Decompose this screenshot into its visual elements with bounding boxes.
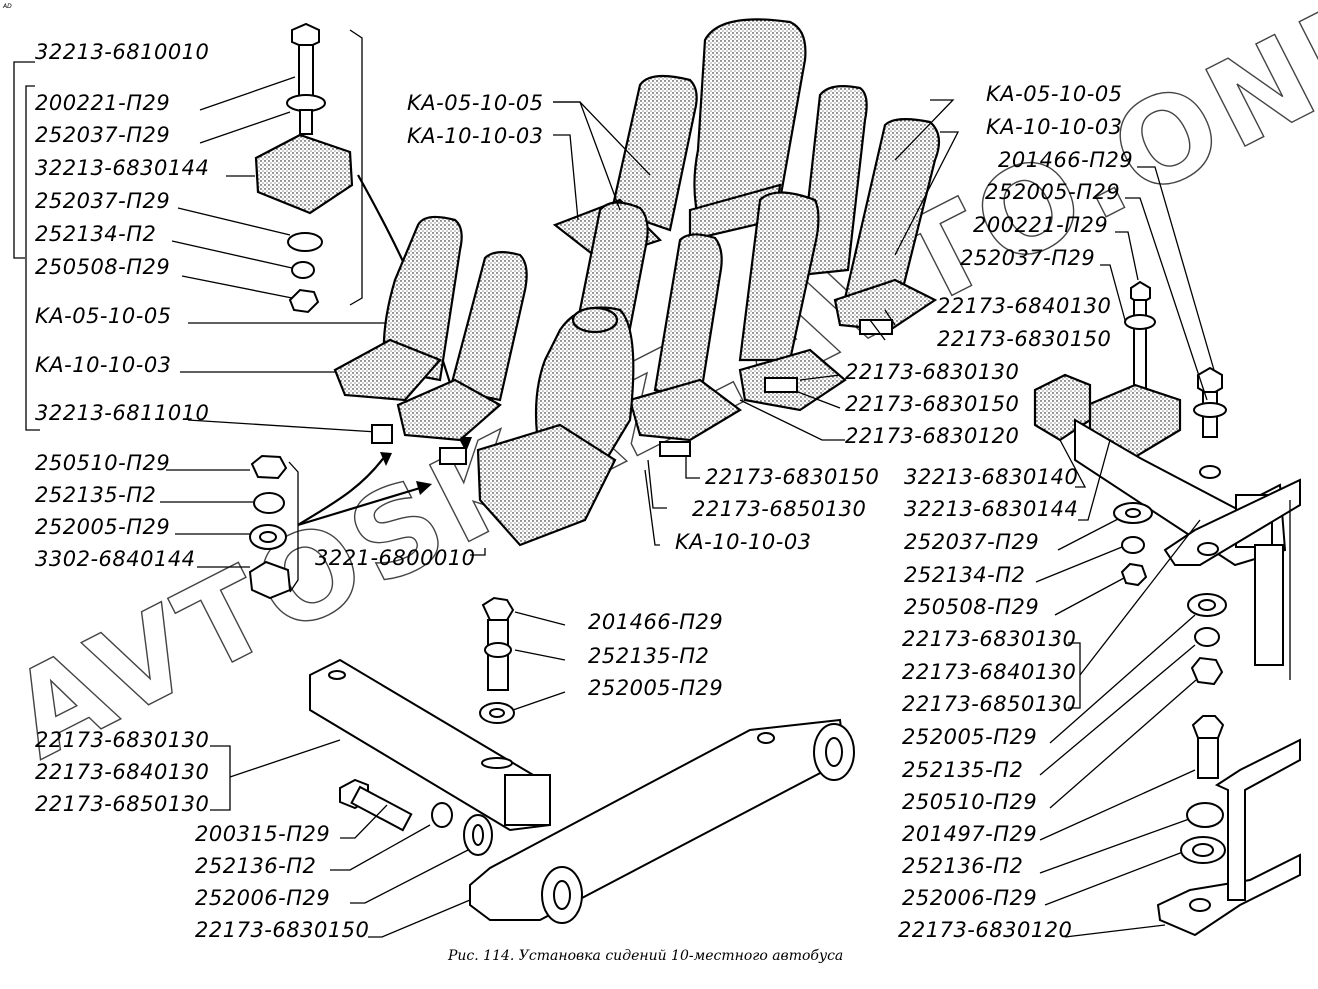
label-part: 22173-6830130 — [845, 360, 1020, 384]
label-part: 201466-П29 — [588, 610, 724, 634]
left-mid-leaders — [180, 322, 388, 433]
label-part: 252135-П2 — [902, 758, 1024, 782]
label-part: 22173-6830150 — [845, 392, 1020, 416]
label-seat: KA-05-10-05 — [407, 91, 544, 115]
bottom-beams — [309, 658, 855, 924]
left-bolt-stack — [254, 22, 354, 314]
label-seat: KA-05-10-05 — [35, 304, 172, 328]
label-part: 252005-П29 — [35, 515, 171, 539]
label-seat: KA-10-10-03 — [35, 353, 172, 377]
corner-mark: AD — [3, 3, 12, 10]
label-part: 252005-П29 — [985, 180, 1121, 204]
label-part: 22173-6830120 — [898, 918, 1073, 942]
label-part: 252006-П29 — [195, 886, 331, 910]
label-part: 201497-П29 — [902, 822, 1038, 846]
label-part: 200315-П29 — [195, 822, 331, 846]
label-assembly-3221-6800010: 3221-6800010 — [315, 546, 476, 570]
label-part: 252006-П29 — [902, 886, 1038, 910]
seats-cluster — [333, 18, 941, 547]
label-part: 22173-6840130 — [937, 294, 1112, 318]
label-part: 200221-П29 — [35, 91, 171, 115]
label-seat: KA-10-10-03 — [675, 530, 812, 554]
right-top-leaders — [1100, 166, 1215, 401]
label-part: 22173-6840130 — [35, 760, 210, 784]
left-top-leaders — [13, 29, 363, 431]
label-part: 22173-6840130 — [902, 660, 1077, 684]
label-part: 250510-П29 — [902, 790, 1038, 814]
label-part: 3302-6840144 — [35, 547, 196, 571]
label-part: 32213-6830144 — [904, 497, 1079, 521]
label-seat: KA-10-10-03 — [407, 124, 544, 148]
label-assembly-32213-6810010: 32213-6810010 — [35, 40, 210, 64]
label-part: 22173-6850130 — [692, 497, 867, 521]
label-part: 22173-6830150 — [705, 465, 880, 489]
label-part: 252037-П29 — [904, 530, 1040, 554]
label-part: 250510-П29 — [35, 451, 171, 475]
label-part: 252136-П2 — [902, 854, 1024, 878]
label-part: 252134-П2 — [904, 563, 1026, 587]
label-part: 200221-П29 — [973, 213, 1109, 237]
label-part: 32213-6830140 — [904, 465, 1079, 489]
bottom-left-leaders — [210, 739, 471, 938]
label-part: 201466-П29 — [998, 148, 1134, 172]
label-part: 22173-6830150 — [195, 918, 370, 942]
bottom-center-bolt — [479, 596, 566, 724]
label-part: 32213-6830144 — [35, 156, 210, 180]
label-part: 252037-П29 — [35, 123, 171, 147]
label-part: 22173-6850130 — [902, 692, 1077, 716]
label-part: 250508-П29 — [35, 255, 171, 279]
center-leaders — [553, 99, 960, 546]
right-fastener-stack — [1035, 439, 1301, 938]
label-part: 252037-П29 — [960, 246, 1096, 270]
label-seat: KA-10-10-03 — [986, 115, 1123, 139]
label-part: 252134-П2 — [35, 222, 157, 246]
label-part: 22173-6830150 — [937, 327, 1112, 351]
label-part: 252135-П2 — [588, 644, 710, 668]
label-part: 252037-П29 — [35, 189, 171, 213]
label-part: 32213-6811010 — [35, 401, 210, 425]
left-fastener-stack — [160, 454, 486, 600]
label-part: 252136-П2 — [195, 854, 317, 878]
label-part: 22173-6830130 — [35, 728, 210, 752]
label-part: 250508-П29 — [904, 595, 1040, 619]
right-upper-assembly — [1033, 280, 1301, 680]
figure-caption: Рис. 114. Установка сидений 10-местного … — [448, 948, 844, 964]
label-part: 22173-6850130 — [35, 792, 210, 816]
label-part: 252005-П29 — [588, 676, 724, 700]
label-part: 252135-П2 — [35, 483, 157, 507]
label-part: 252005-П29 — [902, 725, 1038, 749]
label-part: 22173-6830130 — [902, 627, 1077, 651]
label-part: 22173-6830120 — [845, 424, 1020, 448]
label-seat: KA-05-10-05 — [986, 82, 1123, 106]
